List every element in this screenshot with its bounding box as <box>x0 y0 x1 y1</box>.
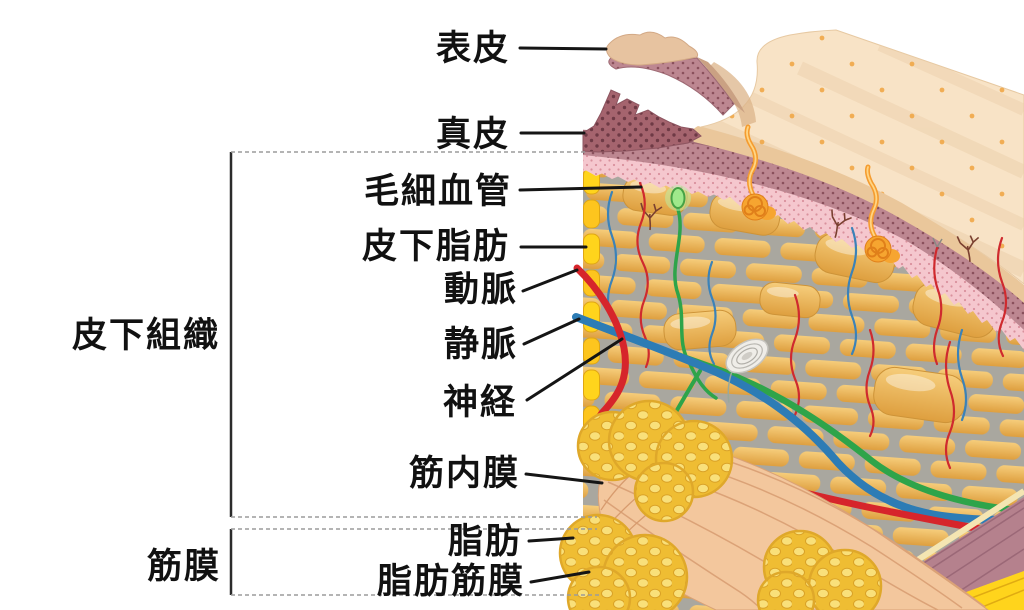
label-subcutaneous-fat: 皮下脂肪 <box>361 227 510 266</box>
label-subcutaneous-tissue: 皮下組織 <box>72 316 221 355</box>
subcutaneous-tissue-bracket <box>229 151 597 518</box>
sweat-gland-icon <box>741 124 900 263</box>
leader-line-epidermis <box>518 46 608 51</box>
label-fascia: 筋膜 <box>147 547 222 586</box>
leader-line-artery <box>521 268 579 293</box>
exposed-dermis-top <box>582 89 702 153</box>
label-artery: 動脈 <box>443 270 518 309</box>
nerve-fiber <box>673 207 718 400</box>
label-fat-fascia: 脂肪筋膜 <box>376 562 525 601</box>
leader-line-nerve <box>525 337 624 402</box>
vein-path <box>572 313 1024 524</box>
small-veins <box>606 190 968 422</box>
label-endomysium: 筋内膜 <box>408 454 520 493</box>
leader-line-capillaries <box>518 185 643 192</box>
capillary-loop <box>932 237 943 248</box>
leader-line-fat-fascia <box>529 570 591 584</box>
nerve-twig-icon <box>640 202 980 262</box>
label-vein: 静脈 <box>443 325 518 364</box>
pacinian-corpuscle-icon <box>725 338 769 403</box>
label-dermis: 真皮 <box>435 115 510 154</box>
fat-honeycomb-cluster <box>558 399 883 610</box>
leader-line-fat <box>527 536 575 543</box>
epidermis-cut-edge <box>690 126 1024 303</box>
fascia-bracket <box>229 528 602 596</box>
nerve-receptor-icon <box>665 185 691 211</box>
label-epidermis: 表皮 <box>435 29 510 68</box>
papillary-layer-band <box>583 155 1024 350</box>
leader-line-endomysium <box>524 472 604 485</box>
label-capillaries: 毛細血管 <box>363 172 512 211</box>
epidermis-flap <box>606 31 745 116</box>
leader-line-vein <box>522 317 581 346</box>
label-nerve: 神経 <box>442 383 517 422</box>
label-fat: 脂肪 <box>447 522 522 561</box>
